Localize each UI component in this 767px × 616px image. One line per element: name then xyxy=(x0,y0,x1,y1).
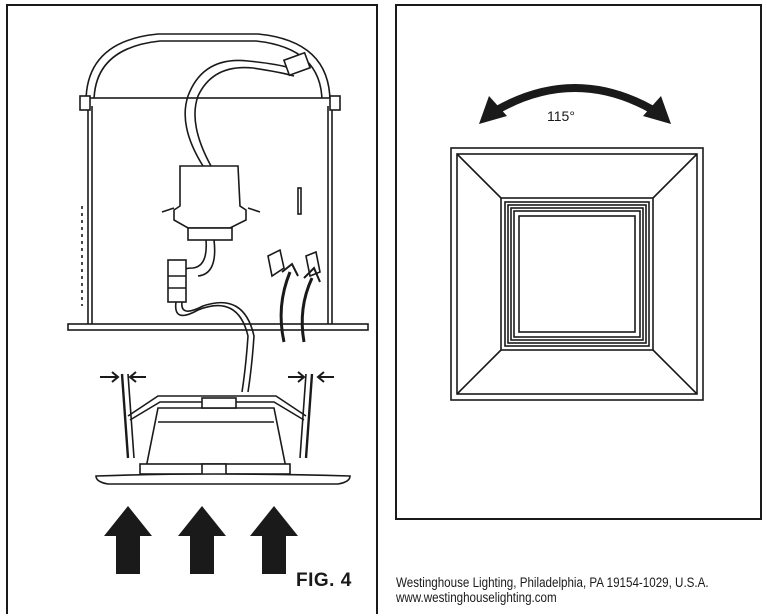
rotation-arrowhead-right xyxy=(643,96,671,124)
socket-adapter xyxy=(173,165,247,229)
trim-flange xyxy=(95,473,351,485)
rotation-angle-label: 115° xyxy=(547,108,575,124)
manufacturer-footer: Westinghouse Lighting, Philadelphia, PA … xyxy=(396,575,709,605)
installation-diagram-panel xyxy=(6,4,378,614)
torsion-bracket-left xyxy=(267,248,285,278)
square-trim-bevel-inner xyxy=(500,197,654,351)
fixture-body xyxy=(145,407,287,469)
push-arrow-2 xyxy=(178,506,226,574)
squeeze-arrow-left-b xyxy=(128,371,146,383)
push-arrow-3 xyxy=(250,506,298,574)
installation-diagram xyxy=(67,33,369,574)
rotation-arc xyxy=(495,84,655,114)
torsion-bracket-right xyxy=(305,250,321,278)
wire-connector-top xyxy=(282,51,312,77)
quick-connector xyxy=(167,259,187,303)
square-lens xyxy=(518,215,636,333)
ceiling-plane xyxy=(67,323,369,331)
junction-box-dome xyxy=(85,33,331,103)
squeeze-arrow-right-b xyxy=(316,371,334,383)
insertion-arrow-left xyxy=(279,271,292,343)
push-arrow-1 xyxy=(104,506,152,574)
figure-label: FIG. 4 xyxy=(296,570,352,591)
rotation-diagram-panel xyxy=(395,4,762,520)
rotation-diagram xyxy=(450,84,704,401)
torsion-spring-right xyxy=(304,373,314,459)
supply-wires xyxy=(184,59,291,167)
insertion-arrow-right xyxy=(300,277,314,343)
torsion-spring-left xyxy=(120,373,130,459)
manufacturer-website: www.westinghouselighting.com xyxy=(396,590,557,605)
squeeze-arrow-left-a xyxy=(100,371,120,383)
squeeze-arrow-right-a xyxy=(288,371,306,383)
manufacturer-address: Westinghouse Lighting, Philadelphia, PA … xyxy=(396,575,709,590)
rotation-arrowhead-left xyxy=(479,96,507,124)
fixture-frame xyxy=(127,395,307,417)
